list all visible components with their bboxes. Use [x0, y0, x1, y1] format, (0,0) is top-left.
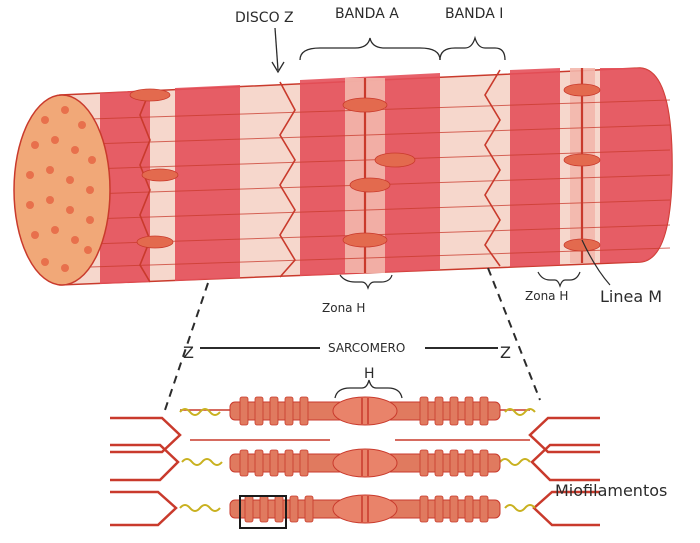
z-line-left-2: [110, 445, 178, 480]
label-disco-z: DISCO Z: [235, 10, 294, 26]
zona-h-bracket-2: [538, 272, 580, 286]
label-sarcomero: SARCOMERO: [328, 341, 405, 355]
actin-left-2: [182, 459, 222, 465]
label-z-right: Z: [500, 343, 511, 362]
z-line-right-1: [530, 418, 600, 452]
fiber-cross-section: [14, 95, 110, 285]
label-zona-h-2: Zona H: [525, 289, 568, 303]
top-labels: DISCO Z BANDA A BANDA I: [235, 6, 505, 72]
sarcomere-label-row: Z SARCOMERO Z H: [183, 341, 511, 398]
label-zona-h-1: Zona H: [322, 301, 365, 315]
actin-right-3: [505, 505, 535, 511]
label-linea-m: Linea M: [600, 287, 662, 306]
banda-a-bracket: [300, 38, 440, 60]
a-band-5: [600, 68, 672, 263]
sarcomere-row-3: [110, 492, 600, 528]
zona-h-bracket-1: [340, 275, 392, 288]
label-miofilamentos: Miofilamentos: [555, 481, 667, 500]
z-line-left-1: [110, 418, 180, 452]
z-line-right-2: [532, 445, 600, 480]
actin-left-3: [180, 505, 220, 511]
label-h: H: [364, 366, 375, 382]
disco-z-arrow: [275, 28, 278, 70]
sarcomere-row-2: [110, 445, 600, 480]
label-banda-i: BANDA I: [445, 6, 503, 22]
zoom-lines: [165, 268, 540, 410]
a-band-4: [510, 68, 560, 267]
m-line-oval-1: [333, 397, 397, 425]
muscle-fiber: [14, 68, 672, 285]
label-banda-a: BANDA A: [335, 6, 399, 22]
actin-right-2: [500, 459, 530, 465]
sarcomere-detail: [110, 397, 600, 528]
label-z-left: Z: [183, 343, 194, 362]
m-line-oval-2: [333, 449, 397, 477]
z-line-left-3: [110, 492, 176, 525]
banda-i-bracket: [440, 38, 505, 60]
m-line-oval-3: [333, 495, 397, 523]
sarcomere-row-1: [110, 397, 600, 452]
h-bracket: [335, 380, 402, 398]
